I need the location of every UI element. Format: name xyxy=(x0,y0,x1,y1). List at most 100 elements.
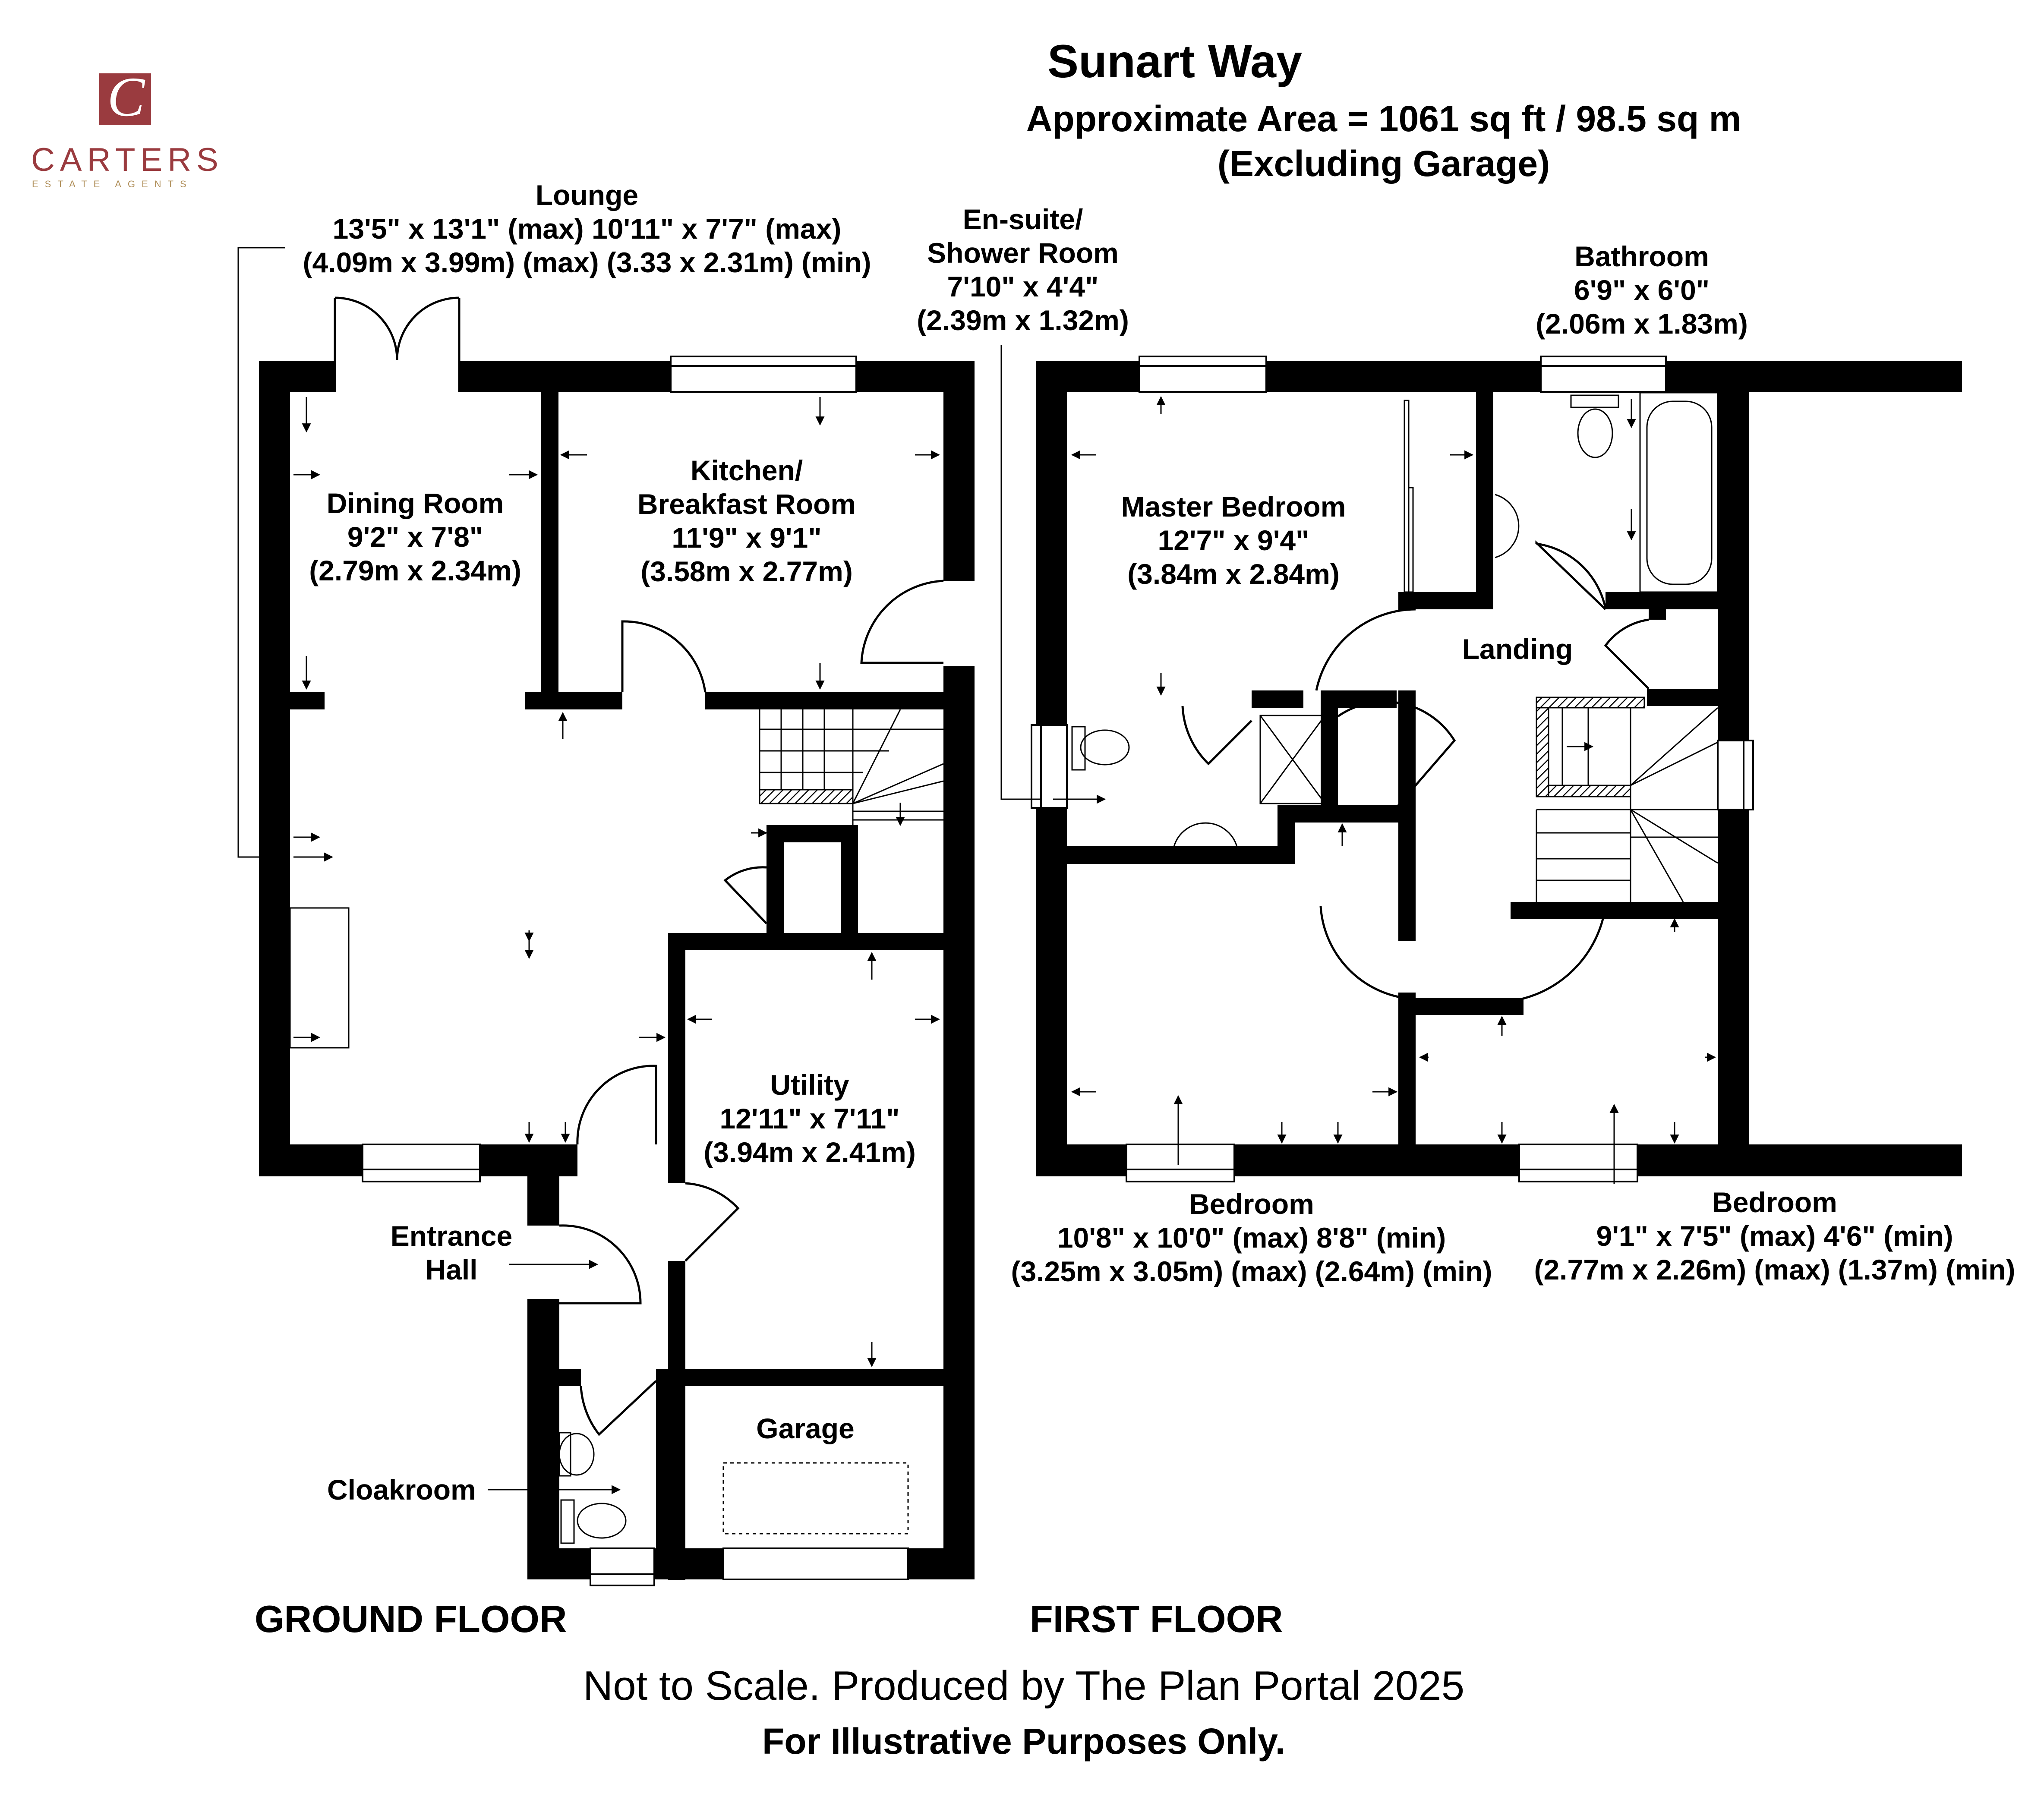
bathroom-dims: 6'9" x 6'0" xyxy=(1574,274,1710,306)
ground-floor-fixtures xyxy=(289,907,909,1544)
ensuite-bracket xyxy=(1000,345,1041,800)
wall-bottom-lounge-left xyxy=(259,1144,363,1176)
ground-floor-dimension-arrows xyxy=(293,397,940,1494)
entrance-hall-name-1: Entrance xyxy=(390,1220,513,1252)
first-floor-walls xyxy=(1036,361,1962,1176)
bathroom-name: Bathroom xyxy=(1574,240,1709,272)
lounge-name: Lounge xyxy=(535,179,639,211)
lounge-label: Lounge 13'5" x 13'1" (max) 10'11" x 7'7"… xyxy=(303,179,871,280)
ensuite-basin xyxy=(1173,822,1238,847)
ensuite-name-1: En-suite/ xyxy=(962,203,1083,235)
kitchen-label: Kitchen/ Breakfast Room 11'9" x 9'1" (3.… xyxy=(637,454,856,589)
first-floor-label: FIRST FLOOR xyxy=(1030,1598,1283,1640)
ground-floor-doors xyxy=(559,580,944,1436)
wall-cloak-right xyxy=(656,1369,673,1548)
first-floor-windows xyxy=(1031,356,1754,1182)
dining-room-name: Dining Room xyxy=(326,487,504,519)
master-bedroom-metric: (3.84m x 2.84m) xyxy=(1127,558,1340,590)
wall-right-upper xyxy=(943,361,975,581)
svg-text:C: C xyxy=(107,66,145,128)
utility-name: Utility xyxy=(770,1069,849,1101)
ground-floor-label: GROUND FLOOR xyxy=(255,1598,567,1640)
dining-room-metric: (2.79m x 2.34m) xyxy=(309,554,521,586)
ground-floor-stairs xyxy=(759,709,944,825)
lounge-bracket xyxy=(237,247,285,858)
ground-floor-plan xyxy=(237,247,975,1586)
dining-room-dims: 9'2" x 7'8" xyxy=(347,520,483,553)
wall-hall-left-lower xyxy=(527,1299,559,1579)
garage-label: Garage xyxy=(756,1412,855,1444)
lounge-window xyxy=(362,1144,481,1182)
utility-metric: (3.94m x 2.41m) xyxy=(703,1136,916,1168)
bedroom-3-metric: (2.77m x 2.26m) (max) (1.37m) (min) xyxy=(1534,1253,2016,1286)
wall-top-left xyxy=(259,361,335,392)
cloakroom-label: Cloakroom xyxy=(327,1474,476,1506)
wall-kitchen-stairs xyxy=(705,692,943,709)
kitchen-name-1: Kitchen/ xyxy=(690,454,803,486)
entrance-hall-label: Entrance Hall xyxy=(391,1220,512,1287)
first-floor-plan xyxy=(1000,345,1962,1184)
bedroom-3-name: Bedroom xyxy=(1712,1186,1837,1218)
kitchen-dims: 11'9" x 9'1" xyxy=(672,521,822,554)
first-floor-stairs xyxy=(1536,696,1718,902)
wall-utility-left-upper xyxy=(668,933,685,1183)
bathroom-toilet xyxy=(1577,408,1613,458)
wall-dining-lounge-left xyxy=(290,692,325,709)
entrance-hall-name-2: Hall xyxy=(425,1253,478,1286)
lounge-metric: (4.09m x 3.99m) (max) (3.33 x 2.31m) (mi… xyxy=(303,246,871,278)
cloak-basin xyxy=(558,1433,595,1476)
ensuite-shower xyxy=(1259,715,1326,804)
bathroom-metric: (2.06m x 1.83m) xyxy=(1536,307,1748,340)
ground-floor-walls xyxy=(259,361,975,1580)
illustrative-disclaimer: For Illustrative Purposes Only. xyxy=(762,1721,1286,1762)
wall-bottom-garage-right xyxy=(908,1548,975,1579)
utility-dims: 12'11" x 7'11" xyxy=(719,1102,900,1135)
cloak-toilet xyxy=(577,1503,627,1539)
landing-label: Landing xyxy=(1462,633,1573,665)
bedroom-2-dims: 10'8" x 10'0" (max) 8'8" (min) xyxy=(1057,1221,1446,1254)
wall-cloak-top xyxy=(559,1369,581,1386)
wall-store-left xyxy=(766,825,784,933)
dining-room-label: Dining Room 9'2" x 7'8" (2.79m x 2.34m) xyxy=(309,487,521,588)
bedroom-2-name: Bedroom xyxy=(1189,1188,1314,1220)
carters-logo: C xyxy=(26,65,229,203)
carters-monogram-icon: C xyxy=(99,66,151,128)
first-floor-fixtures xyxy=(1071,392,1719,847)
wall-left xyxy=(259,361,290,1176)
master-bedroom-label: Master Bedroom 12'7" x 9'4" (3.84m x 2.8… xyxy=(1121,490,1346,591)
bathroom-label: Bathroom 6'9" x 6'0" (2.06m x 1.83m) xyxy=(1536,240,1748,341)
wall-right-lower xyxy=(943,666,975,1579)
garage-door xyxy=(722,1547,909,1580)
ensuite-label: En-suite/ Shower Room 7'10" x 4'4" (2.39… xyxy=(917,203,1129,337)
master-bedroom-name: Master Bedroom xyxy=(1121,491,1346,523)
ensuite-toilet xyxy=(1080,729,1130,766)
bedroom-3-label: Bedroom 9'1" x 7'5" (max) 4'6" (min) (2.… xyxy=(1534,1186,2015,1287)
bath xyxy=(1639,392,1719,593)
ensuite-metric: (2.39m x 1.32m) xyxy=(917,304,1129,336)
garage-car-outline xyxy=(722,1462,909,1535)
wall-store-right xyxy=(841,825,858,937)
wall-bottom-cloak-right xyxy=(654,1548,723,1579)
wall-utility-top xyxy=(668,933,943,950)
kitchen-metric: (3.58m x 2.77m) xyxy=(640,555,853,587)
cloak-window xyxy=(590,1547,655,1586)
scale-disclaimer: Not to Scale. Produced by The Plan Porta… xyxy=(583,1663,1465,1709)
french-doors xyxy=(334,296,461,392)
first-floor-doors xyxy=(1181,400,1650,1002)
wall-utility-garage xyxy=(668,1369,943,1386)
ensuite-dims: 7'10" x 4'4" xyxy=(947,270,1099,303)
bedroom-2-metric: (3.25m x 3.05m) (max) (2.64m) (min) xyxy=(1011,1255,1492,1287)
wall-dining-kitchen xyxy=(541,392,558,703)
master-bedroom-dims: 12'7" x 9'4" xyxy=(1158,524,1309,556)
page-title: Sunart Way xyxy=(1047,35,1303,87)
bathroom-basin xyxy=(1495,494,1520,558)
lounge-dims: 13'5" x 13'1" (max) 10'11" x 7'7" (max) xyxy=(332,212,842,245)
utility-label: Utility 12'11" x 7'11" (3.94m x 2.41m) xyxy=(703,1068,916,1169)
wall-dining-lounge-right xyxy=(525,692,622,709)
wall-hall-left xyxy=(527,1144,559,1226)
brand-name: CARTERS xyxy=(31,142,224,178)
ground-floor-windows xyxy=(362,356,909,1586)
fireplace xyxy=(289,907,350,1049)
bedroom-3-dims: 9'1" x 7'5" (max) 4'6" (min) xyxy=(1596,1220,1953,1252)
